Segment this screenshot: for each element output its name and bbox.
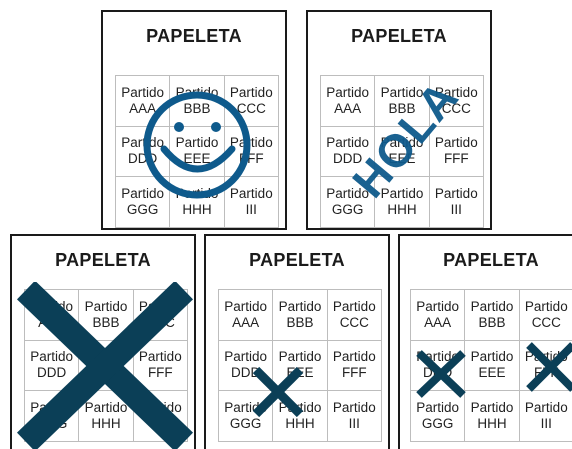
party-cell-fff: Partido FFF [133, 340, 188, 392]
party-cell-iii: Partido III [133, 391, 188, 442]
party-cell-bbb: Partido BBB [170, 76, 225, 127]
party-cell-hhh: Partido HHH [375, 177, 430, 228]
party-cell-iii: Partido III [224, 177, 279, 228]
party-grid: Partido AAA Partido BBB Partido CCC Part… [24, 289, 188, 442]
party-cell-ddd: Partido DDD [116, 126, 171, 178]
ballot-title: PAPELETA [443, 250, 539, 270]
ballot-title: PAPELETA [249, 250, 345, 270]
ballot-title: PAPELETA [146, 26, 242, 46]
party-cell-aaa: Partido AAA [411, 290, 466, 341]
party-cell-ggg: Partido GGG [25, 391, 80, 442]
party-cell-bbb: Partido BBB [375, 76, 430, 127]
party-cell-hhh: Partido HHH [170, 177, 225, 228]
party-cell-iii: Partido III [429, 177, 484, 228]
party-cell-hhh: Partido HHH [79, 391, 134, 442]
party-cell-bbb: Partido BBB [79, 290, 134, 341]
ballot-4: PAPELETA Partido AAA Partido BBB Partido… [204, 234, 390, 449]
ballot-2: PAPELETA Partido AAA Partido BBB Partido… [306, 10, 492, 230]
party-grid: Partido AAA Partido BBB Partido CCC Part… [115, 75, 279, 228]
party-cell-iii: Partido III [519, 391, 572, 442]
party-cell-fff: Partido FFF [519, 341, 572, 392]
party-cell-fff: Partido FFF [327, 340, 382, 392]
party-cell-ggg: Partido GGG [219, 391, 274, 442]
party-cell-bbb: Partido BBB [273, 290, 328, 341]
party-cell-ggg: Partido GGG [321, 177, 376, 228]
party-cell-ddd: Partido DDD [411, 340, 466, 392]
party-cell-eee: Partido EEE [375, 126, 430, 178]
party-cell-hhh: Partido HHH [465, 391, 520, 442]
party-grid: Partido AAA Partido BBB Partido CCC Part… [218, 289, 382, 442]
party-cell-ccc: Partido CCC [429, 76, 484, 127]
party-cell-ccc: Partido CCC [224, 76, 279, 127]
party-grid: Partido AAA Partido BBB Partido CCC Part… [410, 289, 572, 442]
party-cell-eee: Partido EEE [79, 340, 134, 392]
party-cell-ggg: Partido GGG [411, 391, 466, 442]
party-cell-ccc: Partido CCC [519, 290, 572, 341]
party-cell-ccc: Partido CCC [133, 290, 188, 341]
ballot-title: PAPELETA [55, 250, 151, 270]
party-cell-bbb: Partido BBB [465, 290, 520, 341]
ballot-1: PAPELETA Partido AAA Partido BBB Partido… [101, 10, 287, 230]
party-cell-eee: Partido EEE [273, 340, 328, 392]
ballot-title: PAPELETA [351, 26, 447, 46]
party-cell-ddd: Partido DDD [25, 340, 80, 392]
party-grid: Partido AAA Partido BBB Partido CCC Part… [320, 75, 484, 228]
party-cell-eee: Partido EEE [170, 126, 225, 178]
party-cell-eee: Partido EEE [465, 340, 520, 392]
party-cell-iii: Partido III [327, 391, 382, 442]
ballot-5: PAPELETA Partido AAA Partido BBB Partido… [398, 234, 572, 449]
ballot-3: PAPELETA Partido AAA Partido BBB Partido… [10, 234, 196, 449]
party-cell-hhh: Partido HHH [273, 391, 328, 442]
party-cell-aaa: Partido AAA [116, 76, 171, 127]
party-cell-ddd: Partido DDD [321, 126, 376, 178]
party-cell-fff: Partido FFF [429, 126, 484, 178]
party-cell-ccc: Partido CCC [327, 290, 382, 341]
party-cell-ddd: Partido DDD [219, 340, 274, 392]
party-cell-aaa: Partido AAA [25, 290, 80, 341]
party-cell-aaa: Partido AAA [321, 76, 376, 127]
party-cell-ggg: Partido GGG [116, 177, 171, 228]
party-cell-fff: Partido FFF [224, 126, 279, 178]
party-cell-aaa: Partido AAA [219, 290, 274, 341]
